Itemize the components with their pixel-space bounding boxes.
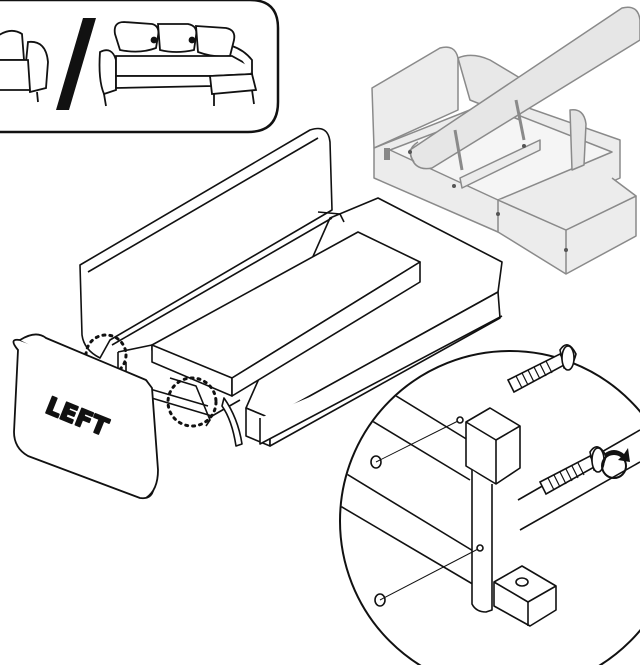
variant-divider-slash [56,18,96,110]
bolt-upper-icon [506,344,577,394]
storage-chaise-illustration [371,6,640,275]
detail-magnifier [339,344,640,665]
rotate-arrow-icon [601,448,630,479]
hinge-highlight-right [166,376,218,428]
left-side-panel: LEFT [12,333,159,500]
sofa-bed-frame [79,127,503,447]
variant-inset [0,0,280,134]
sofa-variant-b-icon [98,21,258,107]
sofa-variant-a-icon [0,29,49,103]
